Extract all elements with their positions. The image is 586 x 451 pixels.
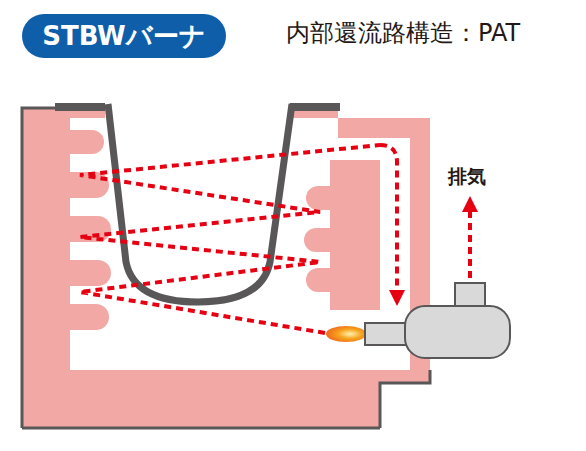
title-pill: STBWバーナ: [22, 14, 226, 58]
recirculation-arrow: [380, 145, 397, 298]
exhaust-arrow: [468, 204, 472, 278]
pill-text: STBWバーナ: [42, 19, 206, 54]
pot: [108, 104, 292, 302]
right-fins: [304, 186, 332, 292]
subtitle-label: 内部還流路構造：PAT: [286, 17, 520, 49]
burner: [326, 283, 510, 358]
exhaust-label: 排気: [448, 164, 486, 190]
flow-path: [80, 145, 380, 333]
left-fins: [68, 130, 111, 330]
